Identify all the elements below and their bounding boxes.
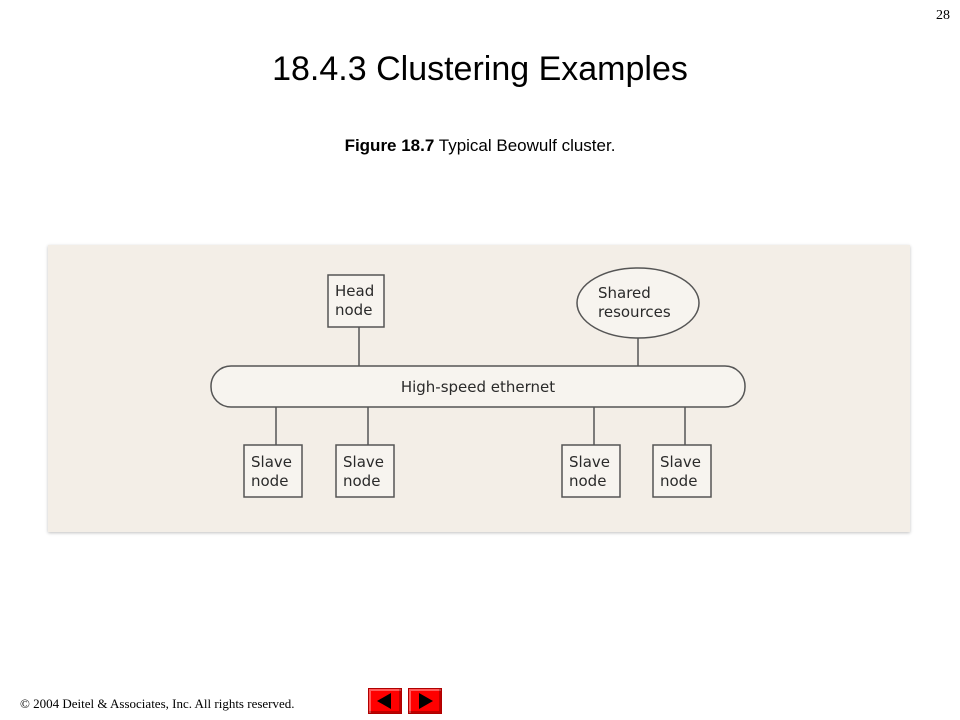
prev-arrow-icon (377, 693, 391, 709)
slave-node-label-2-line2: node (343, 472, 380, 490)
slave-node-label-1-line1: Slave (251, 453, 292, 471)
cluster-diagram: Head node Shared resources High-speed et… (210, 267, 746, 498)
next-arrow-icon (419, 693, 433, 709)
head-node-label-line2: node (335, 301, 372, 319)
diagram-panel: Head node Shared resources High-speed et… (48, 245, 910, 532)
figure-label: Figure 18.7 (344, 136, 435, 155)
slave-node-box-2 (335, 444, 395, 498)
figure-caption: Figure 18.7 Typical Beowulf cluster. (0, 136, 960, 156)
copyright-footer: © 2004 Deitel & Associates, Inc. All rig… (20, 696, 295, 711)
shared-resources-label-line2: resources (598, 303, 671, 321)
slide-title: 18.4.3 Clustering Examples (272, 50, 688, 88)
figure-caption-text: Typical Beowulf cluster. (434, 136, 616, 155)
slave-node-label-1-line2: node (251, 472, 288, 490)
shared-resources-label-line1: Shared (598, 284, 651, 302)
slave-node-label-2-line1: Slave (343, 453, 384, 471)
ethernet-label: High-speed ethernet (401, 378, 555, 396)
ethernet-bus (210, 365, 746, 408)
slide-navigation (368, 688, 442, 714)
slave-node-label-4-line2: node (660, 472, 697, 490)
head-node-box (327, 274, 385, 328)
slave-node-box-3 (561, 444, 621, 498)
next-slide-button[interactable] (408, 688, 442, 714)
slave-node-label-3-line2: node (569, 472, 606, 490)
page-number: 28 (936, 8, 950, 23)
previous-slide-button[interactable] (368, 688, 402, 714)
slave-node-box-1 (243, 444, 303, 498)
slave-node-label-3-line1: Slave (569, 453, 610, 471)
slave-node-box-4 (652, 444, 712, 498)
head-node-label-line1: Head (335, 282, 374, 300)
slave-node-label-4-line1: Slave (660, 453, 701, 471)
